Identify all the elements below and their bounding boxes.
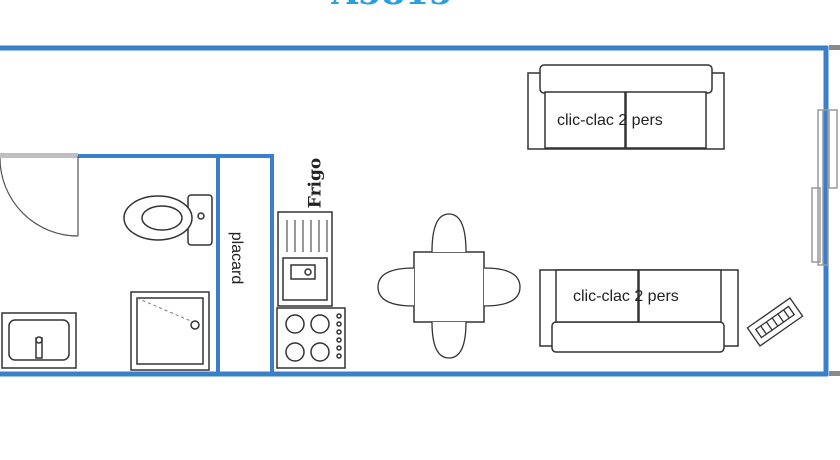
cooktop-icon bbox=[276, 307, 346, 369]
plan-title: A5815 bbox=[330, 0, 452, 13]
radiator-icon bbox=[746, 297, 804, 347]
window bbox=[811, 109, 838, 266]
washbasin-icon bbox=[1, 312, 77, 369]
door-frame bbox=[0, 153, 78, 158]
table-icon bbox=[413, 251, 485, 323]
sofa-icon bbox=[539, 269, 739, 353]
interior-walls bbox=[78, 154, 274, 374]
shower-tray-icon bbox=[130, 291, 210, 371]
sink-icon bbox=[277, 211, 333, 307]
sofa-top-label: clic-clac 2 pers bbox=[557, 112, 663, 129]
toilet-icon bbox=[123, 194, 213, 246]
chair-icon bbox=[377, 213, 521, 359]
outer-walls bbox=[0, 45, 829, 377]
wall-end-bottom bbox=[829, 371, 840, 376]
door-swing-icon bbox=[0, 156, 79, 237]
sofa-icon bbox=[527, 64, 725, 150]
closet-label: placard bbox=[228, 232, 245, 284]
sofa-bottom-label: clic-clac 2 pers bbox=[573, 288, 679, 305]
wall-end-top bbox=[829, 45, 840, 50]
fridge-label: Frigo bbox=[306, 158, 326, 208]
